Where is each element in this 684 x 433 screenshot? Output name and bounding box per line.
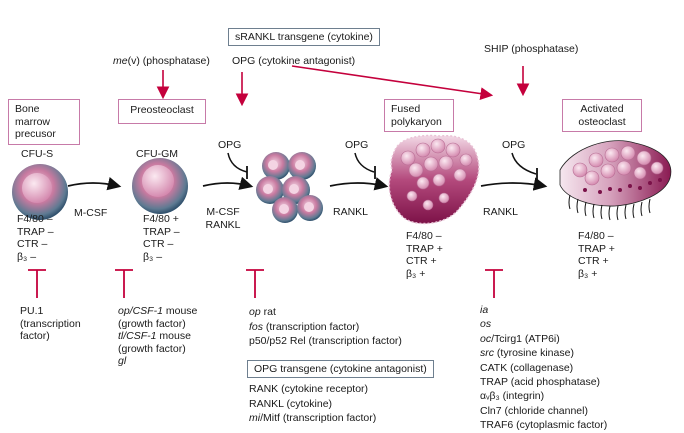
fused-polykaryon-cell bbox=[388, 134, 480, 225]
opg-inhibit-2 bbox=[354, 152, 375, 173]
tbar-stage3 bbox=[246, 269, 264, 298]
markers-stage2: F4/80 +TRAP –CTR –β₃ – bbox=[143, 213, 180, 263]
markers-stage4: F4/80 –TRAP +CTR +β₃ + bbox=[406, 230, 443, 280]
tbar-stage2 bbox=[115, 269, 133, 298]
tbar-stage1 bbox=[28, 269, 46, 298]
arrow-stage1-to-2 bbox=[67, 177, 122, 191]
arrow-stage4-to-5 bbox=[480, 177, 548, 191]
opg-transgene-box: OPG transgene (cytokine antagonist) bbox=[247, 360, 434, 378]
opg-label-2: OPG bbox=[345, 139, 369, 151]
tbar-stage4 bbox=[485, 269, 503, 298]
cfu-gm-cell bbox=[132, 158, 188, 214]
arrow-stage2-to-3 bbox=[202, 176, 254, 190]
rankl-label-1: RANKL bbox=[333, 206, 369, 218]
stage-box-bone-marrow: Bone marrow precusor bbox=[8, 99, 80, 145]
ship-label: SHIP (phosphatase) bbox=[484, 43, 579, 55]
stage-box-fused-polykaryon: Fused polykaryon bbox=[384, 99, 454, 132]
opg-inhibit-1 bbox=[227, 152, 248, 173]
stage-box-activated-osteoclast: Activated osteoclast bbox=[562, 99, 642, 132]
cfu-gm-label: CFU-GM bbox=[136, 148, 178, 160]
opg-antagonist-label: OPG (cytokine antagonist) bbox=[232, 55, 356, 67]
cell-cluster bbox=[256, 152, 323, 223]
stage-box-preosteoclast: Preosteoclast bbox=[118, 99, 206, 124]
inhibitors-col3b: RANK (cytokine receptor) RANKL (cytokine… bbox=[249, 383, 377, 424]
opg-label-1: OPG bbox=[218, 139, 242, 151]
opg-label-3: OPG bbox=[502, 139, 526, 151]
activated-osteoclast-cell bbox=[559, 140, 672, 221]
inhibitors-col3: op rat fos (transcription factor) p50/p5… bbox=[249, 306, 402, 347]
opg-inhibit-3 bbox=[511, 152, 537, 175]
arrow-stage3-to-4 bbox=[329, 177, 389, 191]
srankl-diagonal-arrow bbox=[291, 65, 494, 100]
cfu-s-cell bbox=[12, 164, 68, 220]
rankl-label-2: RANKL bbox=[483, 206, 519, 218]
inhibitors-col2: op/CSF-1 mouse (growth factor) tl/CSF-1 … bbox=[118, 305, 198, 368]
markers-stage5: F4/80 –TRAP +CTR +β₃ + bbox=[578, 230, 615, 280]
me-v-label: me(v) (phosphatase) bbox=[113, 55, 210, 67]
inhibitors-col4: ia os oc/Tcirg1 (ATP6i) src (tyrosine ki… bbox=[480, 304, 608, 432]
markers-stage1: F4/80 –TRAP –CTR –β₃ – bbox=[17, 213, 54, 263]
cfu-s-label: CFU-S bbox=[21, 148, 54, 160]
srankl-transgene-box: sRANKL transgene (cytokine) bbox=[228, 28, 380, 46]
mcsf-label-1: M-CSF bbox=[74, 207, 108, 219]
